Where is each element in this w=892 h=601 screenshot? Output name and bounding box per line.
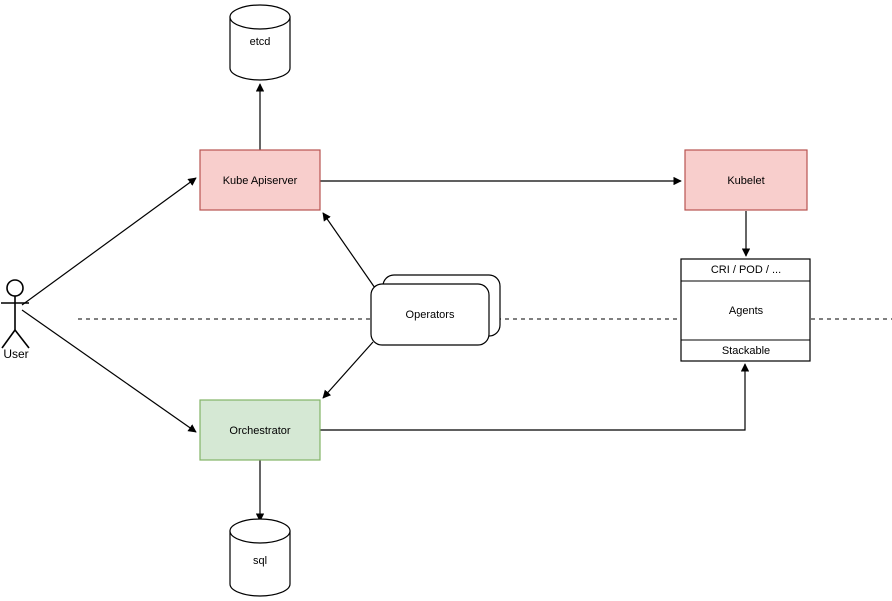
kubelet-box <box>684 149 808 211</box>
actor-user[interactable]: User <box>1 279 30 361</box>
etcd-cylinder-body <box>229 16 291 81</box>
node-kube-apiserver[interactable]: Kube Apiserver <box>199 149 321 211</box>
edge-user-to-apiserver <box>21 177 197 306</box>
actor-label: User <box>3 347 28 361</box>
sql-label: sql <box>253 555 267 567</box>
edges-layer <box>21 83 751 522</box>
actor-head-icon <box>6 279 24 297</box>
operators-label: Operators <box>406 309 455 321</box>
actor-leg-right <box>14 329 30 349</box>
etcd-label: etcd <box>250 36 271 48</box>
node-orchestrator[interactable]: Orchestrator <box>199 399 321 461</box>
node-kubelet[interactable]: Kubelet <box>684 149 808 211</box>
sql-cylinder-top <box>229 518 291 544</box>
agents-box <box>680 258 811 362</box>
edge-operators-to-orchestrator <box>322 341 374 399</box>
node-etcd[interactable]: etcd <box>229 4 291 81</box>
edge-operators-to-apiserver <box>322 212 376 289</box>
node-agents[interactable]: CRI / POD / ... Agents Stackable <box>680 258 811 362</box>
orchestrator-box <box>199 399 321 461</box>
operators-card-front <box>370 283 490 346</box>
kube-apiserver-label: Kube Apiserver <box>223 175 298 187</box>
node-operators[interactable]: Operators <box>370 274 501 346</box>
edge-user-to-orchestrator <box>21 309 197 433</box>
edge-orchestrator-to-stackable <box>320 363 750 431</box>
agents-header-label: CRI / POD / ... <box>711 264 781 276</box>
agents-footer-label: Stackable <box>722 345 770 357</box>
kube-apiserver-box <box>199 149 321 211</box>
sql-cylinder-body <box>229 530 291 597</box>
node-sql[interactable]: sql <box>229 518 291 597</box>
actor-leg-left <box>1 329 16 349</box>
kubelet-label: Kubelet <box>727 175 764 187</box>
etcd-cylinder-top <box>229 4 291 30</box>
agents-label: Agents <box>729 305 764 317</box>
orchestrator-label: Orchestrator <box>229 425 290 437</box>
